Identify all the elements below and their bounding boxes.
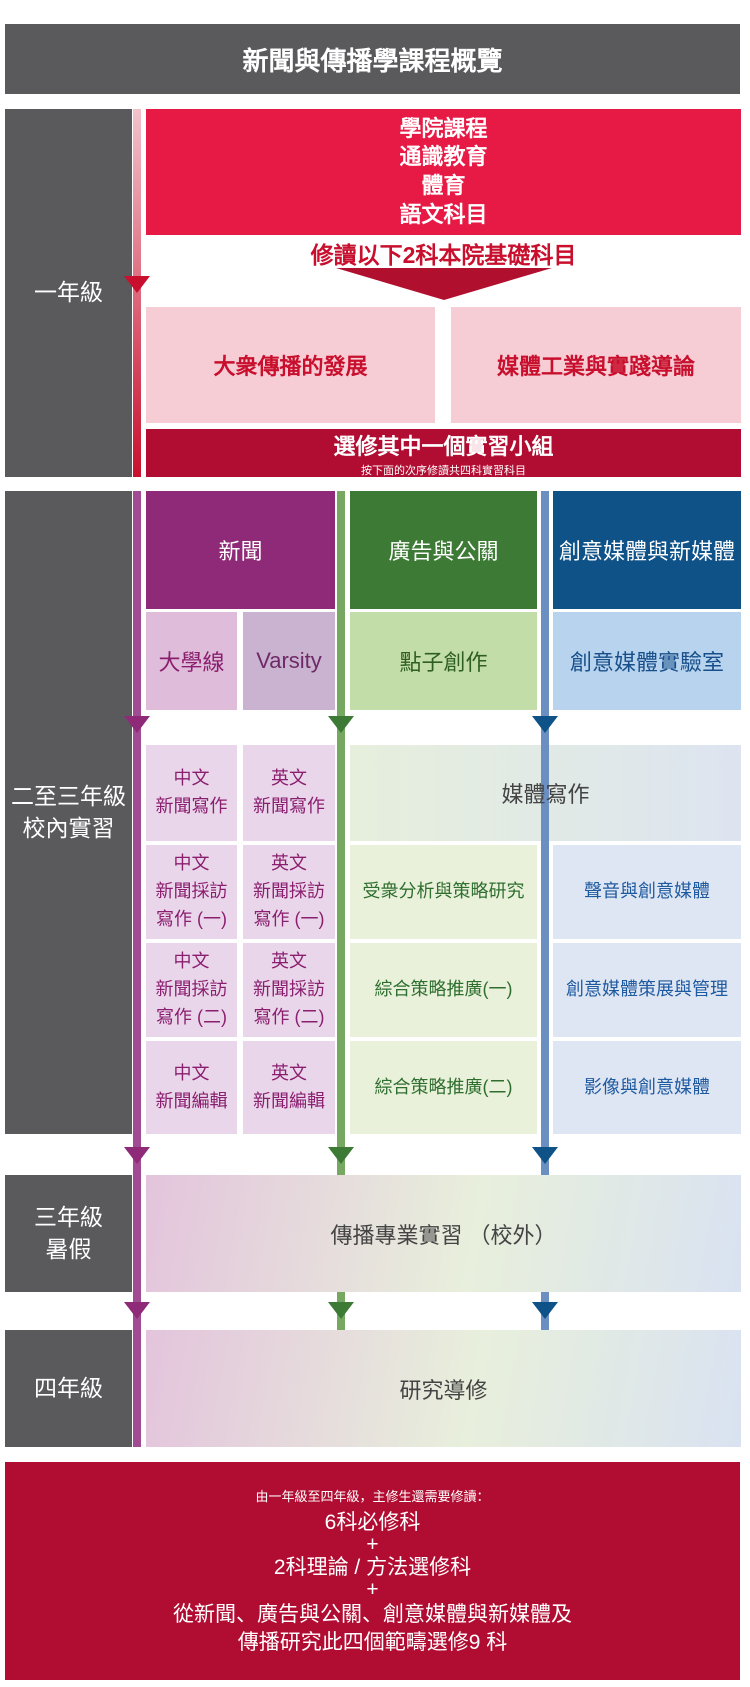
journalism-course: 英文 新聞編輯 xyxy=(243,1041,335,1134)
research-seminar-box: 研究導修 xyxy=(146,1330,741,1447)
journalism-course: 中文 新聞採訪 寫作 (二) xyxy=(146,943,237,1037)
journalism-course: 中文 新聞編輯 xyxy=(146,1041,237,1134)
advertising-track xyxy=(337,491,345,1447)
plus-sign: + xyxy=(366,1533,379,1557)
elective-subtitle: 按下面的次序修讀共四科實習科目 xyxy=(361,464,526,477)
stream-journalism-header: 新聞 xyxy=(146,491,335,609)
journalism-arrow xyxy=(124,1302,150,1319)
journalism-arrow xyxy=(124,1147,150,1164)
elective-title: 選修其中一個實習小組 xyxy=(333,433,554,459)
core-course: 語文科目 xyxy=(399,201,488,227)
creative-course: 影像與創意媒體 xyxy=(553,1041,741,1134)
advertising-course: 綜合策略推廣(二) xyxy=(350,1041,537,1134)
elective-box: 選修其中一個實習小組 按下面的次序修讀共四科實習科目 xyxy=(146,429,741,477)
requirement-line: 2科理論 / 方法選修科 xyxy=(273,1556,472,1580)
plus-sign: + xyxy=(366,1578,379,1602)
foundation-course-1: 大衆傳播的發展 xyxy=(146,307,435,423)
creative-course: 創意媒體策展與管理 xyxy=(553,943,741,1037)
creative-track xyxy=(541,491,549,1447)
advertising-course: 受衆分析與策略研究 xyxy=(350,845,537,939)
stream-advertising-header: 廣告與公關 xyxy=(350,491,537,609)
year-label-1: 一年級 xyxy=(5,109,132,477)
advertising-arrow xyxy=(328,716,354,733)
core-courses-box: 學院課程 通識教育 體育 語文科目 xyxy=(146,109,741,235)
year-label-2-3: 二至三年級 校內實習 xyxy=(5,491,132,1134)
requirement-line: 6科必修科 xyxy=(324,1511,421,1535)
journalism-track xyxy=(133,491,141,1447)
journalism-course: 英文 新聞寫作 xyxy=(243,745,335,841)
creative-arrow xyxy=(532,1302,558,1319)
creative-arrow xyxy=(532,716,558,733)
journalism-sub-varsity-line: 大學線 xyxy=(146,612,237,710)
creative-sub: 創意媒體實驗室 xyxy=(553,612,741,710)
journalism-course: 中文 新聞採訪 寫作 (一) xyxy=(146,845,237,939)
core-course: 通識教育 xyxy=(399,144,488,170)
stream-creative-header: 創意媒體與新媒體 xyxy=(553,491,741,609)
journalism-sub-varsity: Varsity xyxy=(243,612,335,710)
core-course: 體育 xyxy=(421,173,466,198)
advertising-sub: 點子創作 xyxy=(350,612,537,710)
year1-track xyxy=(133,109,141,477)
foundation-course-2: 媒體工業與實踐導論 xyxy=(451,307,741,423)
year1-arrow xyxy=(124,276,150,293)
journalism-course: 英文 新聞採訪 寫作 (二) xyxy=(243,943,335,1037)
core-course: 學院課程 xyxy=(399,115,488,141)
down-triangle xyxy=(336,268,552,300)
requirements-intro: 由一年級至四年級，主修生還需要修讀： xyxy=(255,1489,490,1505)
internship-box: 傳播專業實習 （校外） xyxy=(146,1175,741,1292)
advertising-course: 綜合策略推廣(一) xyxy=(350,943,537,1037)
media-writing-course: 媒體寫作 xyxy=(501,782,590,807)
requirements-box: 由一年級至四年級，主修生還需要修讀： 6科必修科 + 2科理論 / 方法選修科 … xyxy=(5,1462,740,1680)
journalism-course: 英文 新聞採訪 寫作 (一) xyxy=(243,845,335,939)
advertising-arrow xyxy=(328,1147,354,1164)
creative-course: 聲音與創意媒體 xyxy=(553,845,741,939)
page-title: 新聞與傳播學課程概覽 xyxy=(5,24,740,94)
creative-arrow xyxy=(532,1147,558,1164)
advertising-arrow xyxy=(328,1302,354,1319)
journalism-arrow xyxy=(124,716,150,733)
year-label-3-summer: 三年級 暑假 xyxy=(5,1175,132,1292)
journalism-course: 中文 新聞寫作 xyxy=(146,745,237,841)
year-label-4: 四年級 xyxy=(5,1330,132,1447)
requirement-line: 從新聞、廣告與公關、創意媒體與新媒體及 傳播研究此四個範疇選修9 科 xyxy=(173,1603,572,1654)
foundation-instruction: 修讀以下2科本院基礎科目 xyxy=(310,242,577,268)
